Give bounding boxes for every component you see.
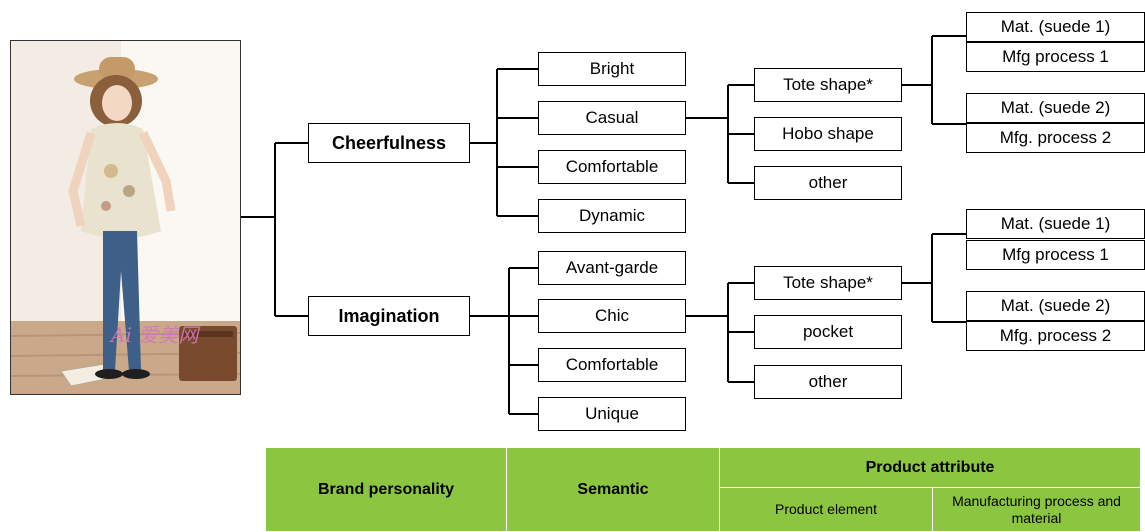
node-element-hobo-shape: Hobo shape [754,117,902,151]
node-element-tote-shape: Tote shape* [754,68,902,102]
tree-connectors [241,35,966,415]
node-process-material: Mat. (suede 2) [966,93,1145,123]
node-semantic-casual: Casual [538,101,686,135]
node-cheerfulness: Cheerfulness [308,123,470,163]
node-imagination: Imagination [308,296,470,336]
node-process-mfg: Mfg process 1 [966,42,1145,72]
node-semantic-dynamic: Dynamic [538,199,686,233]
legend-brand-personality: Brand personality [265,447,507,532]
model-photo: Ai 爱美网 [10,40,241,395]
node-element-tote-shape: Tote shape* [754,266,902,300]
node-process-material: Mat. (suede 1) [966,209,1145,239]
legend-product-attribute: Product attribute [718,447,1142,488]
legend-product-element: Product element [719,487,933,532]
node-process-mfg: Mfg. process 2 [966,123,1145,153]
node-element-other: other [754,365,902,399]
node-semantic-avant-garde: Avant-garde [538,251,686,285]
node-process-material: Mat. (suede 2) [966,291,1145,321]
node-element-pocket: pocket [754,315,902,349]
node-process-material: Mat. (suede 1) [966,12,1145,42]
node-semantic-comfortable: Comfortable [538,348,686,382]
node-semantic-unique: Unique [538,397,686,431]
photo-watermark: Ai 爱美网 [111,323,199,347]
node-semantic-bright: Bright [538,52,686,86]
legend-manufacturing: Manufacturing process and material [931,487,1142,532]
legend-table: Brand personality Semantic Product attri… [265,447,1142,532]
legend-semantic: Semantic [506,447,720,532]
node-process-mfg: Mfg. process 2 [966,321,1145,351]
node-semantic-comfortable: Comfortable [538,150,686,184]
node-semantic-chic: Chic [538,299,686,333]
node-process-mfg: Mfg process 1 [966,240,1145,270]
node-element-other: other [754,166,902,200]
